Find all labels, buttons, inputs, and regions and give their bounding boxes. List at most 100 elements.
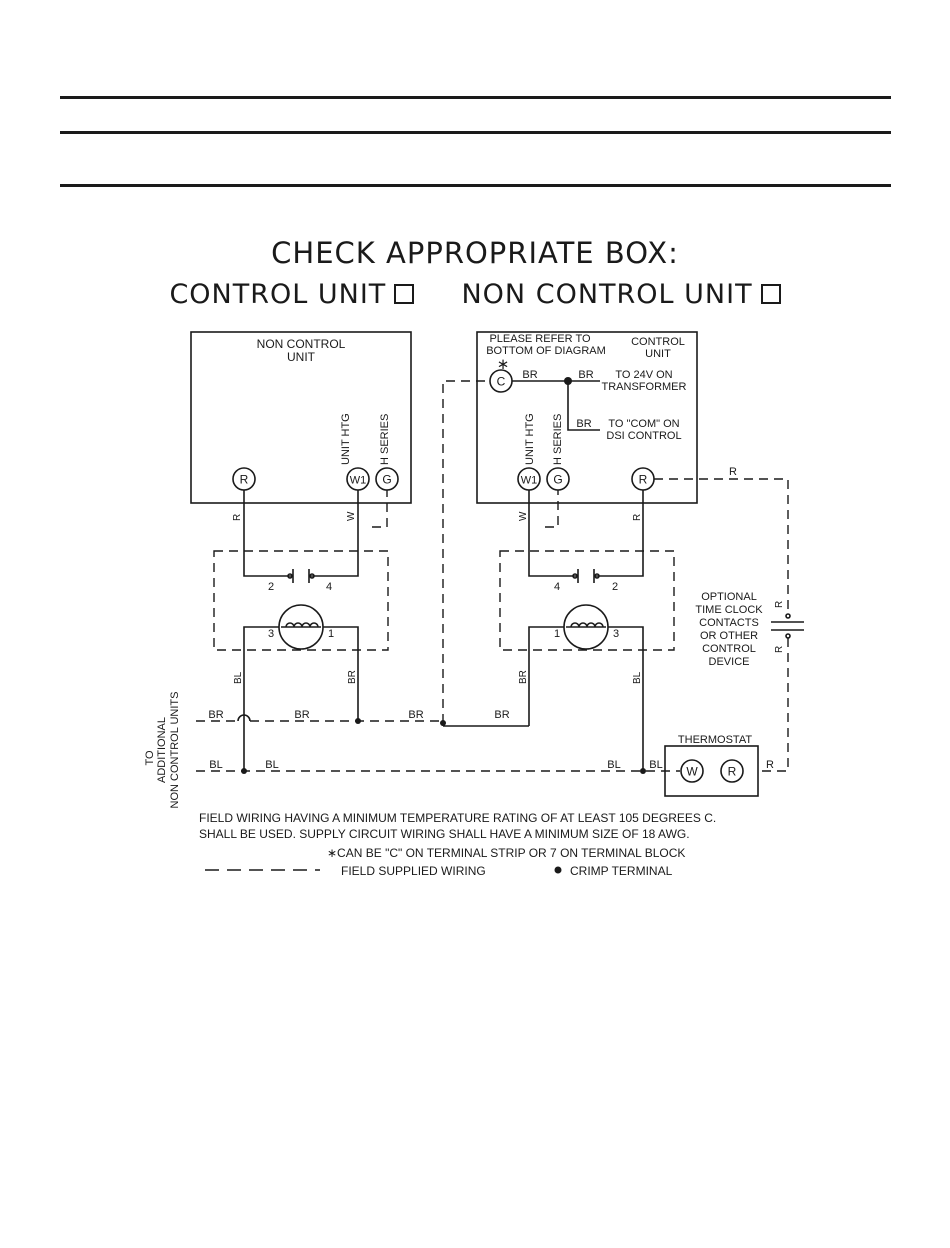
right-h-series-label: H SERIES — [552, 414, 564, 465]
c-wire-br-label: BR — [522, 369, 537, 381]
left-relay-enclosure — [213, 550, 389, 651]
thermostat-bl-label: BL — [649, 759, 662, 771]
br-bus-crossover — [237, 714, 251, 722]
thermostat-r-label: R — [766, 759, 774, 771]
control-unit-option-label: CONTROL UNIT — [169, 279, 387, 310]
bus-bl-label-3: BL — [607, 759, 620, 771]
left-relay-node-a — [287, 573, 293, 579]
left-relay-pin-4: 4 — [326, 581, 332, 593]
right-wire-r-label: R — [632, 514, 643, 521]
right-relay-node-b — [594, 573, 600, 579]
right-terminal-r-label: R — [639, 473, 648, 487]
side-label-additional: ADDITIONAL — [156, 717, 168, 783]
optional-label-2: TIME CLOCK — [695, 604, 763, 616]
legend-field-supplied-wiring: FIELD SUPPLIED WIRING — [341, 864, 486, 878]
bl-bus-junction-left — [241, 768, 247, 774]
left-wire-r-label: R — [232, 514, 243, 521]
to-com-line-2: DSI CONTROL — [606, 430, 681, 442]
control-unit-title-2: UNIT — [645, 348, 671, 360]
bus-br-label-3: BR — [408, 709, 423, 721]
right-wire-bl-label: BL — [632, 671, 643, 684]
br-bus-junction-left — [355, 718, 361, 724]
left-terminal-r-label: R — [240, 473, 249, 487]
left-terminal-w1: W1 — [346, 467, 370, 491]
right-relay-enclosure — [499, 550, 675, 651]
left-terminal-g-label: G — [382, 473, 391, 487]
note-line-3: ∗CAN BE "C" ON TERMINAL STRIP OR 7 ON TE… — [327, 846, 685, 860]
thermostat-terminal-r: R — [720, 759, 744, 783]
side-label-non-control-units: NON CONTROL UNITS — [169, 692, 181, 809]
right-w-wire — [528, 490, 578, 577]
optional-r-top-label: R — [774, 601, 785, 608]
right-terminal-w1-label: W1 — [521, 475, 538, 487]
optional-contact-node-bottom — [785, 633, 791, 639]
left-relay-contacts — [292, 569, 310, 583]
left-coil-br-wire — [323, 626, 359, 721]
control-unit-title-1: CONTROL — [631, 336, 685, 348]
heading-line-1: CHECK APPROPRIATE BOX: — [0, 236, 950, 270]
to-com-line-1: TO "COM" ON — [608, 418, 679, 430]
right-coil-pin-1: 1 — [554, 628, 560, 640]
optional-device-contacts — [771, 621, 804, 631]
dsi-wire-br-label: BR — [576, 418, 591, 430]
bus-bl-label-1: BL — [209, 759, 222, 771]
legend-crimp-terminal: CRIMP TERMINAL — [570, 864, 673, 878]
left-terminal-r: R — [232, 467, 256, 491]
optional-label-6: DEVICE — [709, 656, 750, 668]
right-coil-bl-wire — [608, 626, 644, 771]
optional-contact-node-top — [785, 613, 791, 619]
optional-r-bottom-label: R — [774, 646, 785, 653]
bl-bus-junction-right — [640, 768, 646, 774]
right-relay-contacts — [577, 569, 595, 583]
right-g-jumper — [545, 490, 559, 528]
to-24v-line-1: TO 24V ON — [615, 369, 672, 381]
bus-br-label-2: BR — [294, 709, 309, 721]
c-to-dsi-wire — [567, 381, 600, 431]
asterisk-marker: ∗ — [497, 356, 510, 373]
side-label-to: TO — [144, 750, 156, 766]
right-terminal-w1: W1 — [517, 467, 541, 491]
r-loop-lower — [760, 638, 789, 772]
right-coil-br-wire — [528, 626, 564, 726]
left-unit-htg-label: UNIT HTG — [340, 413, 352, 465]
left-w-wire — [309, 490, 359, 577]
thermostat-terminal-w-label: W — [686, 765, 698, 779]
left-wire-br-label: BR — [347, 670, 358, 684]
left-terminal-w1-label: W1 — [350, 475, 367, 487]
non-control-unit-option-label: NON CONTROL UNIT — [461, 279, 753, 310]
right-terminal-c-label: C — [497, 375, 506, 389]
top-rule — [60, 96, 891, 99]
right-wire-w-label: W — [518, 511, 529, 521]
thermostat-box — [664, 745, 759, 797]
refer-note-line-2: BOTTOM OF DIAGRAM — [486, 345, 606, 357]
right-unit-htg-label: UNIT HTG — [524, 413, 536, 465]
control-unit-checkbox[interactable] — [394, 284, 415, 304]
right-wire-br-label: BR — [518, 670, 529, 684]
optional-label-5: CONTROL — [702, 643, 756, 655]
note-line-1: FIELD WIRING HAVING A MINIMUM TEMPERATUR… — [199, 811, 716, 825]
c-terminal-feed-wire — [442, 380, 490, 723]
legend-crimp-dot — [554, 866, 562, 874]
optional-label-1: OPTIONAL — [701, 591, 757, 603]
thermostat-terminal-r-label: R — [728, 765, 737, 779]
non-control-unit-checkbox[interactable] — [760, 284, 781, 304]
check-appropriate-box-title: CHECK APPROPRIATE BOX: — [271, 236, 679, 270]
left-coil-pin-1: 1 — [328, 628, 334, 640]
thermostat-title: THERMOSTAT — [678, 734, 752, 746]
right-coil-pin-3: 3 — [613, 628, 619, 640]
transformer-wire-br-label: BR — [578, 369, 593, 381]
refer-note-line-1: PLEASE REFER TO — [489, 333, 591, 345]
right-relay-coil — [563, 604, 609, 650]
to-24v-line-2: TRANSFORMER — [602, 381, 687, 393]
bus-br-label-1: BR — [208, 709, 223, 721]
thermostat-terminal-w: W — [680, 759, 704, 783]
note-line-2: SHALL BE USED. SUPPLY CIRCUIT WIRING SHA… — [199, 827, 690, 841]
heading-line-2: CONTROL UNIT NON CONTROL UNIT — [0, 279, 950, 310]
left-h-series-label: H SERIES — [379, 414, 391, 465]
optional-label-4: OR OTHER — [700, 630, 758, 642]
left-r-wire — [243, 490, 293, 577]
right-terminal-g: G — [546, 467, 570, 491]
left-wire-bl-label: BL — [233, 671, 244, 684]
right-r-wire — [594, 490, 644, 577]
optional-r-wire-label: R — [729, 466, 737, 478]
